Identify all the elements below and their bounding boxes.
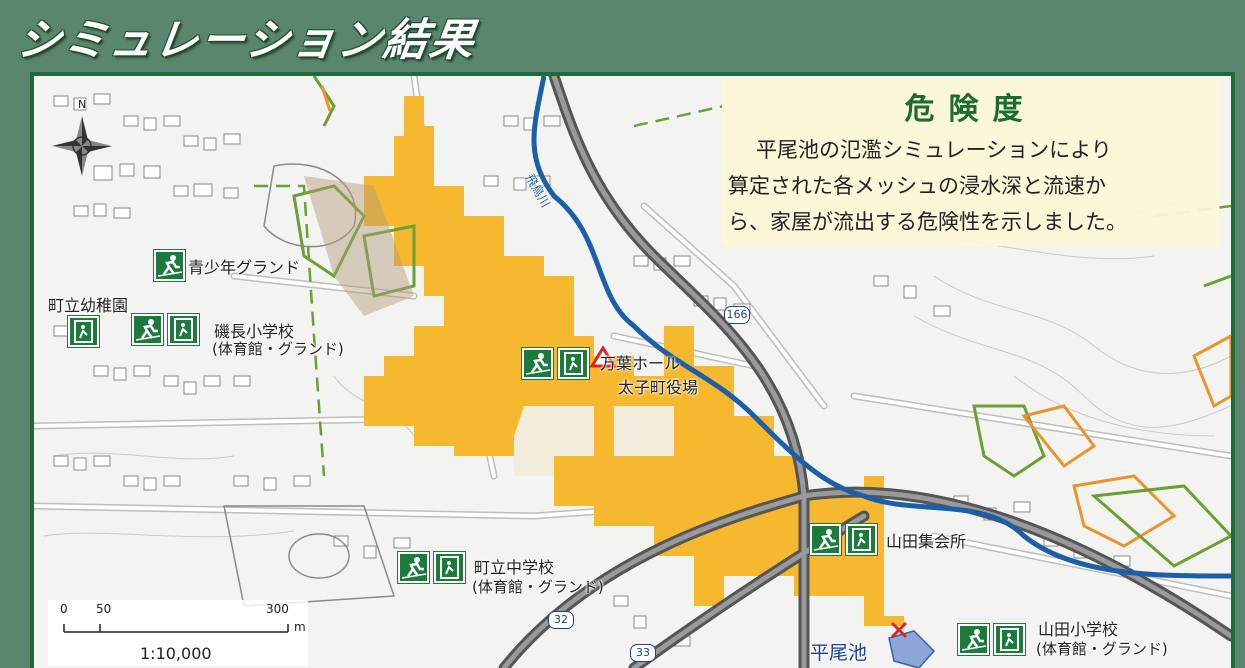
evacuation-building-icon[interactable] (994, 624, 1025, 655)
scale-bar: 0 50 300 m 1:10,000 (48, 600, 308, 666)
town-office-label: 太子町役場 (618, 378, 699, 397)
info-line-1: 平尾池の氾濫シミュレーションにより (756, 138, 1112, 162)
map-frame: N 166 32 33 飛鳥川 危険度 平尾池の氾濫シミュレーションにより 算定… (30, 72, 1235, 668)
running-person-icon (813, 529, 839, 551)
running-person-icon (961, 629, 987, 651)
info-body: 平尾池の氾濫シミュレーションにより 算定された各メッシュの浸水深と流速か ら、家… (728, 132, 1218, 240)
isonaga-school-label: 磯長小学校 (214, 322, 295, 341)
compass-north-label: N (78, 98, 87, 111)
evacuation-building-icon[interactable] (68, 316, 99, 347)
highway-fill (501, 76, 1231, 668)
pond-x-icon (890, 621, 908, 639)
building-exit-icon (440, 556, 459, 579)
scale-tick-300: 300 (266, 602, 289, 616)
river (531, 76, 1231, 579)
evacuation-site-run-icon[interactable] (132, 314, 163, 345)
youth-ground-label: 青少年グランド (188, 258, 301, 277)
evacuation-site-run-icon[interactable] (810, 524, 841, 555)
info-title: 危険度 (904, 92, 1037, 127)
evacuation-site-run-icon[interactable] (154, 250, 185, 281)
building-exit-icon (74, 320, 93, 343)
running-person-icon (135, 319, 161, 341)
running-person-icon (525, 353, 551, 375)
running-person-icon (157, 255, 183, 277)
route-shield-32: 32 (548, 611, 574, 629)
scale-ruler (63, 624, 289, 633)
building-exit-icon (174, 318, 193, 341)
evacuation-building-icon[interactable] (846, 524, 877, 555)
yamada-school-sub-label: (体育館・グランド) (1036, 640, 1168, 658)
hazard-map[interactable]: N 166 32 33 飛鳥川 危険度 平尾池の氾濫シミュレーションにより 算定… (34, 76, 1231, 668)
evacuation-site-run-icon[interactable] (958, 624, 989, 655)
danger-info-box: 危険度 平尾池の氾濫シミュレーションにより 算定された各メッシュの浸水深と流速か… (722, 80, 1219, 246)
pond-label: 平尾池 (810, 642, 868, 664)
info-line-2: 算定された各メッシュの浸水深と流速か (728, 174, 1106, 198)
scale-unit: m (294, 620, 306, 634)
evacuation-site-run-icon[interactable] (398, 552, 429, 583)
scale-tick-50: 50 (96, 602, 112, 616)
danger-gaps (514, 406, 674, 496)
scale-tick-0: 0 (60, 602, 68, 616)
school-grounds (223, 163, 396, 607)
compass-rose-icon (52, 116, 112, 176)
route-shield-166: 166 (724, 306, 750, 324)
evacuation-building-icon[interactable] (558, 348, 589, 379)
slope-hazard-zones (292, 76, 1231, 568)
building-exit-icon (1000, 628, 1019, 651)
yamada-hall-label: 山田集会所 (886, 532, 967, 551)
map-base (34, 76, 1231, 668)
landslide-zone (304, 176, 414, 316)
building-exit-icon (564, 352, 583, 375)
junior-high-sub-label: (体育館・グランド) (472, 578, 604, 596)
evacuation-building-icon[interactable] (434, 552, 465, 583)
danger-area (364, 96, 904, 626)
town-hall-triangle-icon (589, 345, 617, 368)
scale-ratio: 1:10,000 (140, 644, 212, 663)
kindergarten-label: 町立幼稚園 (48, 296, 129, 315)
evacuation-building-icon[interactable] (168, 314, 199, 345)
manyo-hall-label: 万葉ホール (600, 354, 681, 373)
junior-high-label: 町立中学校 (474, 558, 555, 577)
running-person-icon (401, 557, 427, 579)
route-shield-33: 33 (630, 644, 656, 662)
info-line-3: ら、家屋が流出する危険性を示しました。 (728, 210, 1127, 234)
building-exit-icon (852, 528, 871, 551)
evacuation-site-run-icon[interactable] (522, 348, 553, 379)
pond-shape (888, 630, 936, 668)
isonaga-school-sub-label: (体育館・グランド) (212, 340, 344, 358)
yamada-school-label: 山田小学校 (1038, 620, 1119, 639)
page-title: シミュレーション結果 (13, 15, 480, 66)
